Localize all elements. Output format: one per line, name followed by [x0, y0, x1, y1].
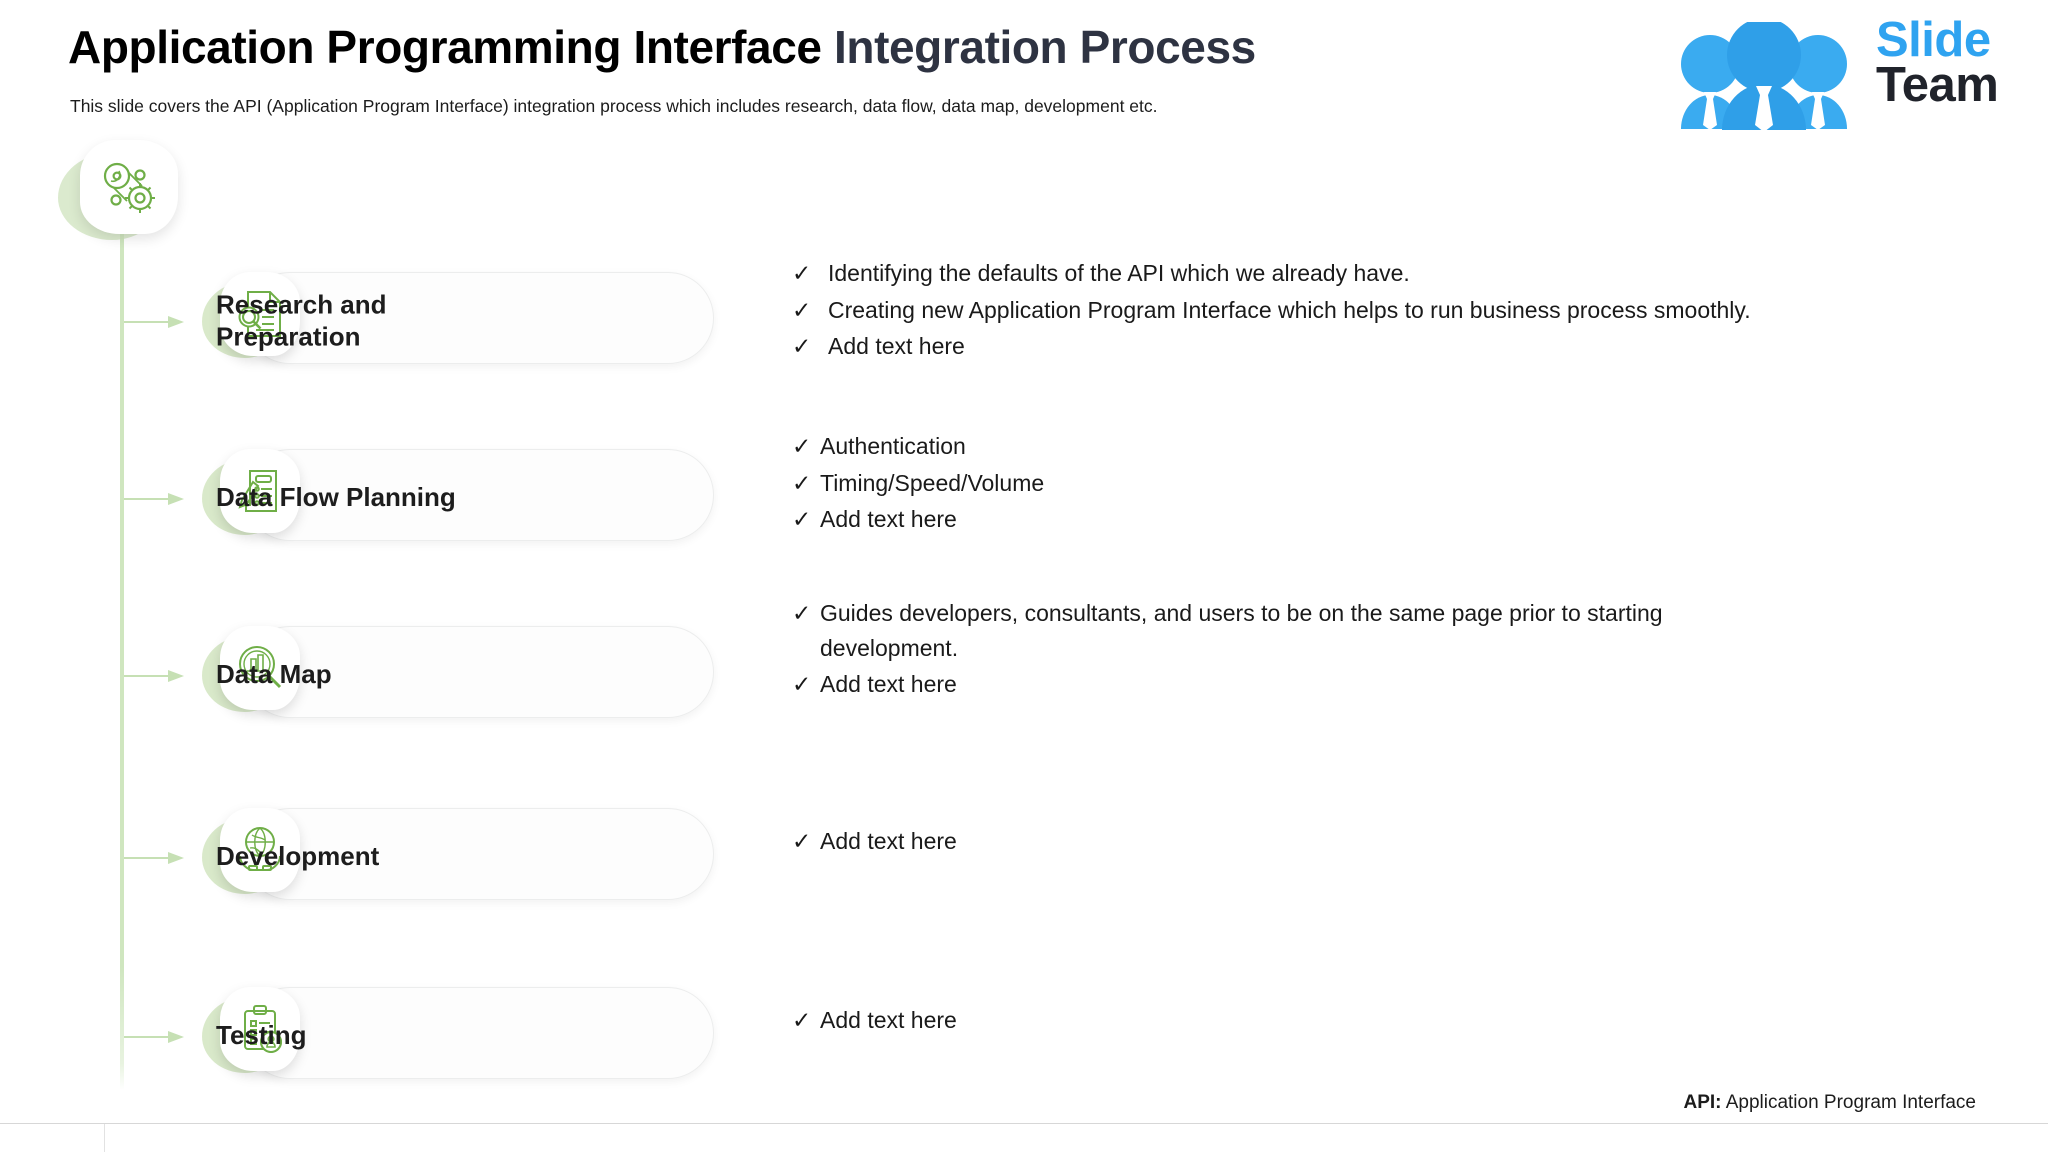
timeline-top-badge: [58, 140, 186, 244]
three-people-icon: [1681, 22, 1847, 130]
list-item: ✓ Add text here: [792, 502, 2048, 537]
step-icon-badge: [202, 626, 302, 722]
list-item: ✓ Guides developers, consultants, and us…: [792, 596, 1802, 665]
list-item: ✓ Add text here: [792, 824, 2048, 859]
connector-arrow-icon: [124, 852, 186, 864]
step-icon-badge: [202, 449, 302, 545]
step-pill[interactable]: [244, 987, 714, 1079]
list-item-text: Add text here: [820, 828, 957, 854]
check-icon: ✓: [792, 469, 812, 496]
check-icon: ✓: [792, 671, 812, 697]
list-item: ✓ Add text here: [792, 329, 2048, 364]
step-pill[interactable]: [244, 626, 714, 718]
document-magnifier-icon: [238, 291, 281, 337]
step-bullet-list: ✓ Identifying the defaults of the API wh…: [792, 256, 2048, 366]
connector-arrow-icon: [124, 493, 186, 505]
logo-word-team: Team: [1876, 58, 1999, 113]
list-item-text: Add text here: [820, 671, 957, 697]
check-icon: ✓: [792, 1007, 812, 1033]
step-label: Data Map: [216, 659, 332, 690]
badge-card-shape: [80, 140, 178, 234]
check-icon: ✓: [792, 260, 812, 286]
gears-belt-icon: [103, 162, 155, 213]
process-step-research-and-preparation[interactable]: Research and Preparation ✓ Identifying t…: [120, 260, 2030, 376]
footer-divider: [0, 1123, 2048, 1124]
step-label: Data Flow Planning: [216, 482, 456, 513]
step-pill[interactable]: [244, 808, 714, 900]
step-icon-badge: [202, 808, 302, 904]
list-item-text: Identifying the defaults of the API whic…: [828, 260, 1410, 286]
logo-word-slide: Slide: [1876, 13, 1991, 67]
connector-arrow-icon: [124, 670, 186, 682]
footer-abbreviation-note: API: Application Program Interface: [1683, 1092, 1976, 1114]
timeline-spine: [120, 210, 124, 1090]
process-step-data-flow-planning[interactable]: Data Flow Planning ✓ Authentication ✓ Ti…: [120, 433, 2030, 553]
process-step-data-map[interactable]: Data Map ✓ Guides developers, consultant…: [120, 600, 2030, 730]
connector-arrow-icon: [124, 316, 186, 328]
list-item-text: Timing/Speed/Volume: [820, 469, 1045, 496]
logo-wordmark: Slide Team: [1876, 13, 1999, 113]
check-icon: ✓: [792, 333, 812, 359]
list-item-text: Authentication: [820, 433, 966, 459]
list-item-text: Creating new Application Program Interfa…: [828, 296, 1751, 323]
page-title: Application Programming Interface Integr…: [68, 20, 1256, 74]
list-item-text: Guides developers, consultants, and user…: [820, 600, 1663, 661]
step-bullet-list: ✓ Guides developers, consultants, and us…: [792, 596, 1802, 704]
step-bullet-list: ✓ Add text here: [792, 824, 2048, 861]
step-bullet-list: ✓ Add text here: [792, 1003, 2048, 1040]
data-magnifier-icon: [239, 646, 282, 689]
step-pill[interactable]: [244, 449, 714, 541]
step-pill[interactable]: [244, 272, 714, 364]
check-icon: ✓: [792, 296, 812, 323]
list-item: ✓ Authentication: [792, 429, 2048, 464]
list-item: ✓ Add text here: [792, 1003, 2048, 1038]
connector-arrow-icon: [124, 1031, 186, 1043]
check-icon: ✓: [792, 506, 812, 532]
step-bullet-list: ✓ Authentication ✓ Timing/Speed/Volume ✓…: [792, 429, 2048, 539]
globe-hands-icon: [236, 827, 284, 871]
checklist-pencil-icon: [238, 470, 277, 512]
page-subtitle: This slide covers the API (Application P…: [70, 96, 1158, 116]
process-step-testing[interactable]: Testing ✓ Add text here: [120, 981, 2030, 1091]
check-icon: ✓: [792, 433, 812, 459]
slideteam-logo: Slide Team: [1664, 13, 2034, 134]
list-item-text: Add text here: [820, 506, 957, 532]
list-item: ✓ Identifying the defaults of the API wh…: [792, 256, 2048, 291]
footer-expansion: Application Program Interface: [1725, 1092, 1976, 1113]
clipboard-check-icon: [244, 1005, 282, 1053]
list-item-text: Add text here: [828, 333, 965, 359]
page-title-secondary: Integration Process: [834, 21, 1256, 73]
footer-abbrev: API:: [1683, 1092, 1722, 1113]
step-icon-badge: [202, 987, 302, 1083]
step-label: Research and Preparation: [216, 289, 387, 351]
list-item: ✓ Timing/Speed/Volume: [792, 466, 2048, 501]
check-icon: ✓: [792, 600, 812, 626]
footer-side-divider: [104, 1124, 105, 1152]
step-label: Testing: [216, 1020, 307, 1051]
page-title-primary: Application Programming Interface: [68, 21, 822, 73]
list-item: ✓ Add text here: [792, 667, 1802, 702]
step-label: Development: [216, 841, 380, 872]
list-item: ✓ Creating new Application Program Inter…: [792, 293, 2048, 328]
process-step-development[interactable]: Development ✓ Add text here: [120, 802, 2030, 912]
step-icon-badge: [202, 272, 302, 368]
check-icon: ✓: [792, 828, 812, 854]
list-item-text: Add text here: [820, 1007, 957, 1033]
